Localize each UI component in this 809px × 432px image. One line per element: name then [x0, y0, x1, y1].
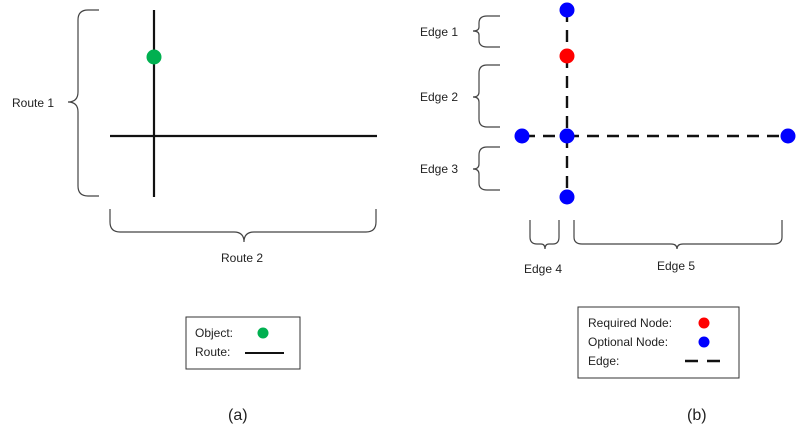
edge3-brace	[472, 146, 500, 191]
route2-label: Route 2	[221, 251, 263, 265]
legend-optional-label: Optional Node:	[588, 335, 668, 349]
legend-route-label: Route:	[195, 345, 230, 359]
edge3-label: Edge 3	[420, 162, 458, 176]
node-left	[514, 128, 530, 144]
route2-brace	[109, 209, 377, 243]
node-right	[780, 128, 796, 144]
edge2-label: Edge 2	[420, 90, 458, 104]
edge5-brace	[573, 220, 783, 250]
legend-optional-icon	[698, 336, 710, 348]
legend-required-icon	[698, 317, 710, 329]
legend-object-icon	[257, 327, 269, 339]
edge5-label: Edge 5	[657, 259, 695, 273]
object-node	[146, 49, 162, 65]
node-center	[559, 128, 575, 144]
caption-b: (b)	[687, 407, 707, 424]
legend-edge-label: Edge:	[588, 354, 619, 368]
node-required	[559, 48, 575, 64]
route1-brace	[67, 9, 99, 197]
edge1-label: Edge 1	[420, 25, 458, 39]
edge2-brace	[472, 64, 500, 128]
edge4-label: Edge 4	[524, 262, 562, 276]
edge1-brace	[472, 15, 500, 48]
panel-a: Route 1 Route 2 Object: Route: (a)	[12, 9, 377, 424]
edge4-brace	[529, 220, 560, 250]
caption-a: (a)	[228, 407, 248, 424]
legend-object-label: Object:	[195, 326, 233, 340]
node-bottom	[559, 189, 575, 205]
route1-label: Route 1	[12, 96, 54, 110]
node-top	[559, 2, 575, 18]
panel-b: Edge 1 Edge 2 Edge 3 Edge 4 Edge 5 Requi…	[420, 2, 796, 424]
legend-a-box	[185, 316, 301, 370]
legend-required-label: Required Node:	[588, 316, 672, 330]
legend-b-box	[577, 306, 740, 379]
